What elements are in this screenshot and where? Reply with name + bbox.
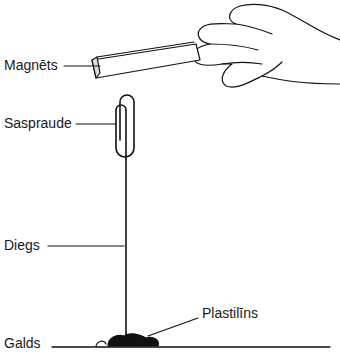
part-label: Saspraude [4,116,72,131]
leader-line [64,65,100,66]
part-label: Diegs [4,238,40,253]
leader-line [148,318,198,336]
plasticine-bit [96,341,106,346]
hand-fingers [210,24,282,76]
part-label: Magnēts [4,58,58,73]
part-label: Galds [4,336,41,351]
table-line [52,346,330,347]
thread [125,158,127,338]
leader-line [48,245,124,246]
leader-line [76,123,116,124]
part-label: Plastilīns [202,306,258,321]
paperclip [116,95,134,158]
magnet-line [97,42,194,57]
hand [193,4,340,87]
magnet-edge [92,57,100,78]
plasticine [108,334,158,346]
